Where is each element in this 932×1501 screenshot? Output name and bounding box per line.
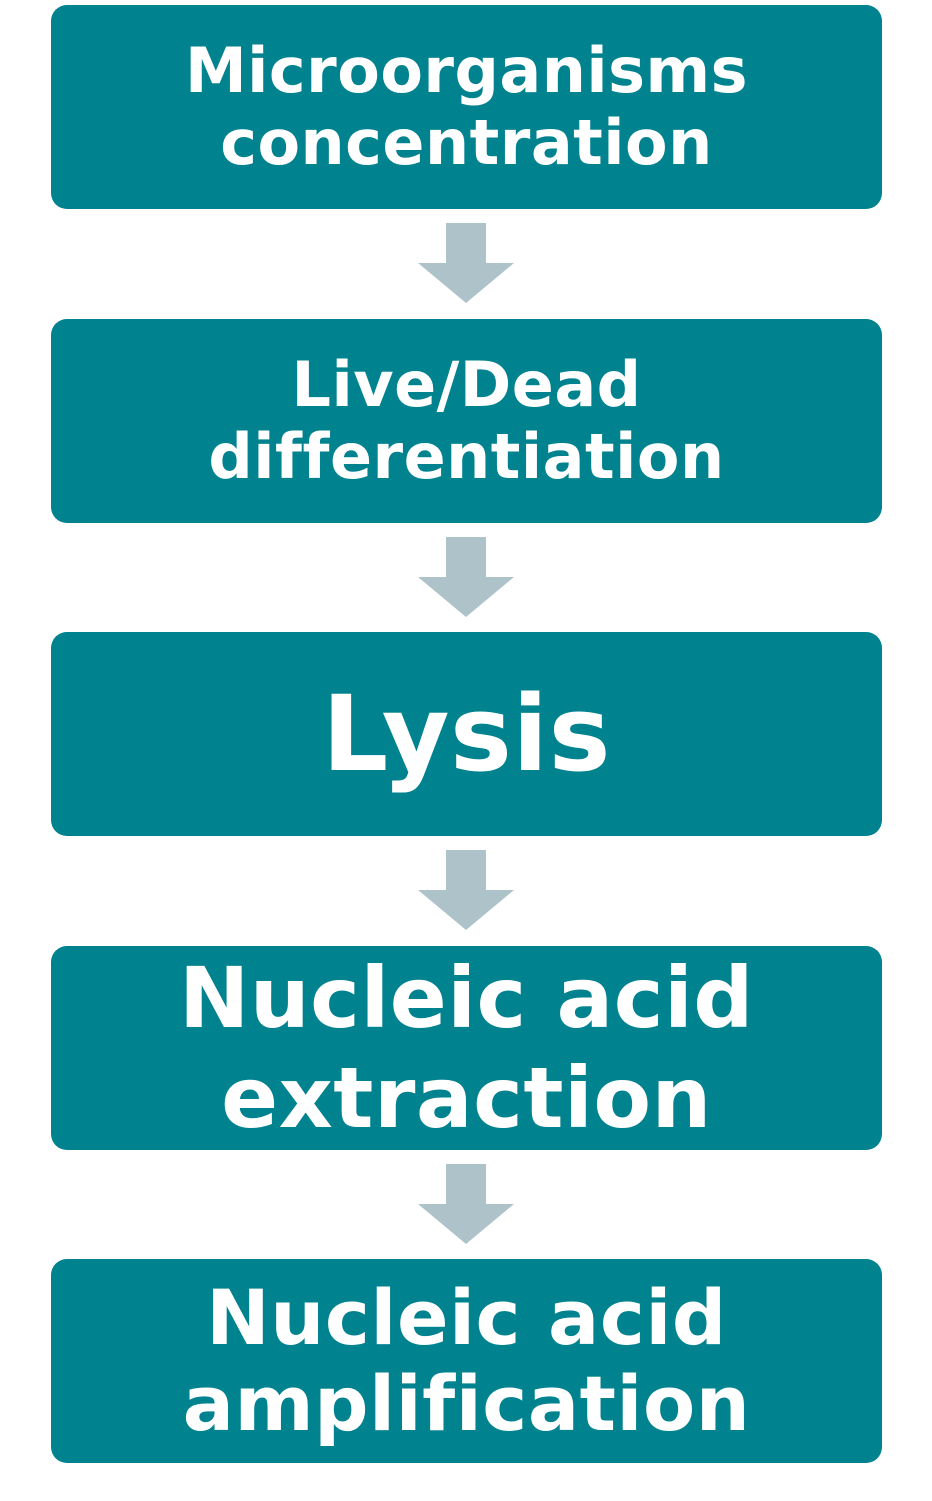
down-arrow-icon	[418, 1164, 514, 1244]
step-live-dead-differentiation: Live/Dead differentiation	[51, 319, 882, 523]
down-arrow-icon	[418, 850, 514, 930]
down-arrow-icon	[418, 537, 514, 617]
step-label: Nucleic acid amplification	[182, 1273, 751, 1448]
down-arrow-icon	[418, 223, 514, 303]
step-nucleic-acid-extraction: Nucleic acid extraction	[51, 946, 882, 1150]
step-lysis: Lysis	[51, 632, 882, 836]
step-label: Lysis	[322, 673, 611, 795]
step-label: Microorganisms concentration	[184, 34, 749, 179]
step-label: Live/Dead differentiation	[208, 348, 725, 493]
step-microorganisms-concentration: Microorganisms concentration	[51, 5, 882, 209]
step-label: Nucleic acid extraction	[179, 949, 754, 1147]
step-nucleic-acid-amplification: Nucleic acid amplification	[51, 1259, 882, 1463]
